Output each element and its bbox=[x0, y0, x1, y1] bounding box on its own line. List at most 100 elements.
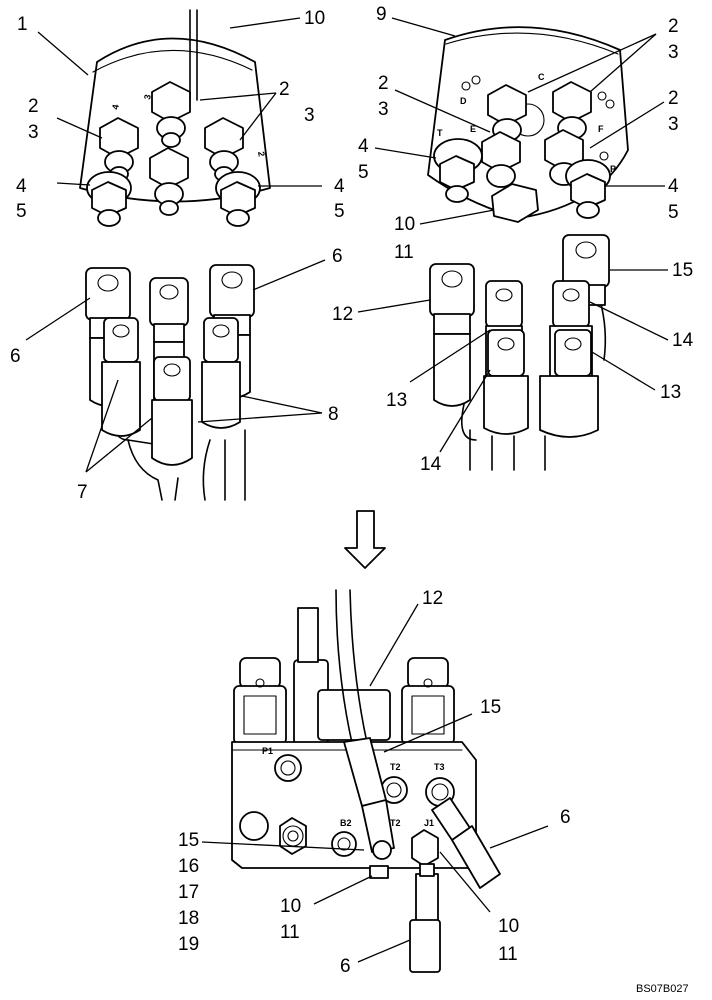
hose-fitting-13-bottom bbox=[539, 329, 599, 438]
callout-17: 17 bbox=[178, 882, 199, 903]
fitting-tr-6 bbox=[565, 159, 611, 219]
leaders-top-left bbox=[37, 17, 322, 187]
callout-10-bottom-right: 10 bbox=[498, 916, 519, 937]
port-label-t3: T3 bbox=[434, 762, 445, 772]
callout-11-tr: 11 bbox=[394, 242, 414, 263]
callout-3-tl: 3 bbox=[28, 122, 39, 143]
callout-15-bottom: 15 bbox=[480, 697, 501, 718]
callout-3-tr-right: 3 bbox=[668, 114, 679, 135]
callout-10-bottom-left: 10 bbox=[280, 896, 301, 917]
port-plug-j1 bbox=[411, 829, 439, 867]
port-label-4top: 3 bbox=[142, 94, 153, 101]
hose-fitting-12 bbox=[429, 263, 475, 407]
callout-10-top: 10 bbox=[304, 8, 325, 29]
port-p1 bbox=[274, 754, 302, 782]
callout-6-bottom-right: 6 bbox=[560, 807, 571, 828]
port-label-c: C bbox=[538, 72, 545, 82]
fitting-upper-left bbox=[99, 117, 139, 182]
port-label-2: 2 bbox=[256, 151, 267, 158]
callout-11-bottom-left: 11 bbox=[280, 922, 300, 943]
leaders-top-right bbox=[374, 17, 665, 225]
callout-16: 16 bbox=[178, 856, 199, 877]
callout-18: 18 bbox=[178, 908, 199, 929]
callout-14-mr-left: 14 bbox=[420, 454, 442, 475]
fitting-lower-center bbox=[149, 147, 189, 216]
valve-block-assembly: P1 T2 T3 B2 T2 J1 bbox=[231, 589, 501, 973]
hose-fitting-7-left bbox=[101, 317, 141, 437]
port-label-j1: J1 bbox=[424, 818, 434, 828]
callout-13-mr-right: 13 bbox=[660, 382, 681, 403]
port-t2 bbox=[380, 776, 408, 804]
callout-5-tr-left: 5 bbox=[358, 162, 369, 183]
callout-numbers: 1 10 9 2 3 2 3 4 5 4 5 2 3 2 3 2 3 4 5 4… bbox=[10, 4, 694, 977]
solenoid-center bbox=[293, 607, 391, 745]
callout-4-tl-right: 4 bbox=[334, 176, 345, 197]
top-right-control-body: D C E F T P bbox=[427, 26, 629, 223]
fitting-lower-left bbox=[86, 171, 132, 227]
callout-2-tr-left: 2 bbox=[378, 73, 389, 94]
leaders-middle-left bbox=[25, 259, 326, 473]
callout-7: 7 bbox=[77, 482, 88, 503]
callout-5-tr-right: 5 bbox=[668, 202, 679, 223]
callout-15-mr: 15 bbox=[672, 260, 693, 281]
port-label-p: P bbox=[610, 164, 616, 174]
port-plug-large bbox=[279, 817, 307, 855]
fitting-tr-5 bbox=[433, 138, 483, 203]
fitting-lower-right bbox=[215, 171, 261, 227]
port-label-t: T bbox=[437, 128, 443, 138]
middle-left-hose-bundle bbox=[85, 264, 255, 501]
port-label-4: 4 bbox=[110, 104, 121, 111]
fitting-tr-2 bbox=[552, 81, 592, 140]
callout-15-bottom-left: 15 bbox=[178, 830, 199, 851]
middle-right-hose-bundle bbox=[429, 234, 610, 471]
solenoid-left bbox=[233, 657, 287, 745]
figure-reference: BS07B027 bbox=[636, 983, 689, 995]
port-label-f: F bbox=[598, 124, 604, 134]
transition-arrow bbox=[344, 510, 386, 569]
port-label-e: E bbox=[470, 124, 476, 134]
port-label-b2: B2 bbox=[340, 818, 352, 828]
top-left-control-body: 3 4 2 bbox=[79, 9, 271, 227]
callout-4-tr-right: 4 bbox=[668, 176, 679, 197]
leaders-bottom bbox=[201, 603, 549, 963]
fitting-tr-1 bbox=[487, 84, 527, 142]
port-label-p1: P1 bbox=[262, 746, 273, 756]
callout-4-tr-left: 4 bbox=[358, 136, 369, 157]
hose-12 bbox=[335, 589, 395, 860]
callout-3-tl-right: 3 bbox=[304, 105, 315, 126]
callout-12-bottom: 12 bbox=[422, 588, 443, 609]
callout-13-mr-left: 13 bbox=[386, 390, 407, 411]
callout-3-tr-left: 3 bbox=[378, 99, 389, 120]
hose-fitting-8-right bbox=[201, 317, 241, 429]
hose-6-bottom bbox=[409, 863, 441, 973]
solenoid-right bbox=[401, 657, 455, 745]
callout-2-tl-right: 2 bbox=[279, 79, 290, 100]
port-left bbox=[239, 811, 269, 841]
callout-9: 9 bbox=[376, 4, 387, 25]
fitting-top-center bbox=[151, 81, 191, 148]
callout-19: 19 bbox=[178, 934, 199, 955]
callout-3-tr: 3 bbox=[668, 42, 679, 63]
hose-6-right bbox=[431, 797, 501, 889]
fitting-tr-3 bbox=[481, 131, 521, 188]
fitting-10-bottom bbox=[369, 865, 389, 879]
callout-12-mr: 12 bbox=[332, 304, 353, 325]
callout-14-mr-right: 14 bbox=[672, 330, 694, 351]
port-b2 bbox=[331, 831, 357, 857]
callout-2-tr: 2 bbox=[668, 16, 679, 37]
hose-fitting-bottom-center bbox=[151, 356, 193, 466]
callout-6-ml: 6 bbox=[10, 346, 21, 367]
callout-2-tr-right: 2 bbox=[668, 88, 679, 109]
leaders-middle-right bbox=[357, 269, 669, 453]
callout-5-tl: 5 bbox=[16, 201, 27, 222]
callout-8: 8 bbox=[328, 404, 339, 425]
port-label-t2: T2 bbox=[390, 762, 401, 772]
callout-5-tl-right: 5 bbox=[334, 201, 345, 222]
plug-10 bbox=[491, 183, 539, 223]
callout-2-tl: 2 bbox=[28, 96, 39, 117]
hose-fitting-14-left bbox=[483, 329, 529, 435]
callout-6-ml-right: 6 bbox=[332, 246, 343, 267]
callout-11-bottom-right: 11 bbox=[498, 944, 518, 965]
